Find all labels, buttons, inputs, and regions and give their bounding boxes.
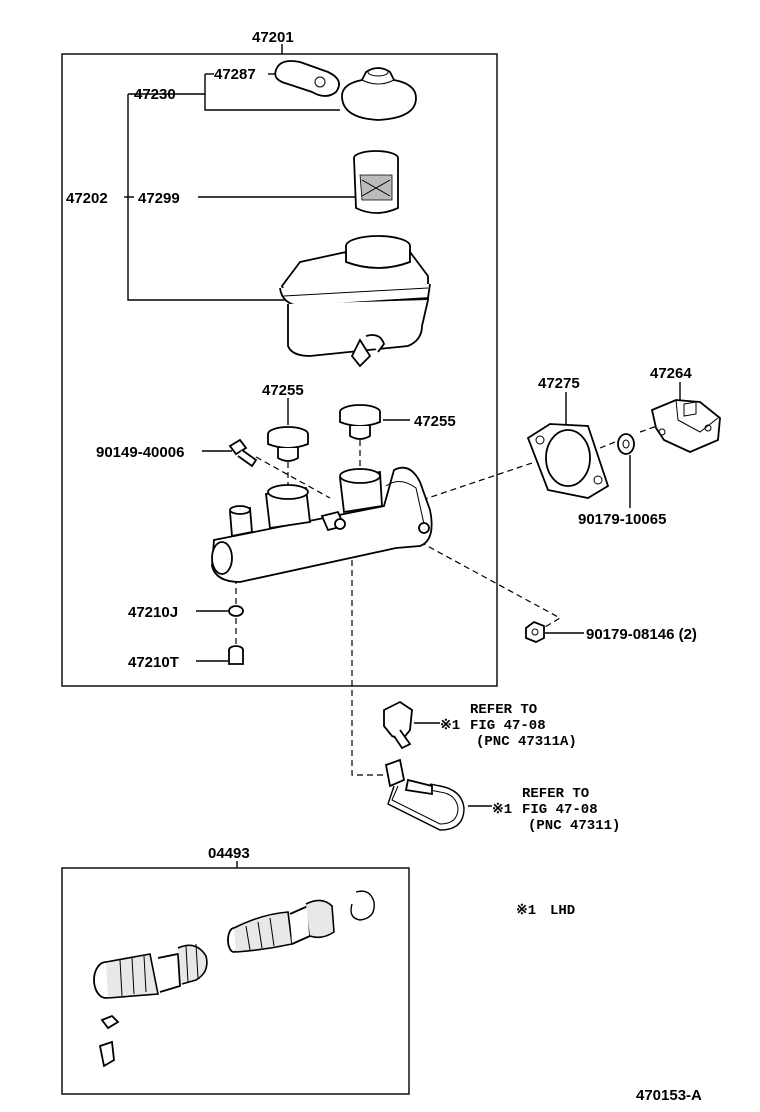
bracket-47264 <box>650 399 721 453</box>
washer-47210J <box>228 605 244 617</box>
assembly-dashed-lines <box>235 424 661 776</box>
label-47210T: 47210T <box>128 654 179 671</box>
reservoir-47202 <box>279 235 431 368</box>
reference-note-2: REFER TO ※1 FIG 47-08 (PNC 47311) <box>492 786 620 834</box>
label-04493: 04493 <box>208 845 250 862</box>
label-90179-08146: 90179-08146 (2) <box>586 626 697 643</box>
grommet-47255-a <box>267 426 309 462</box>
reference-note-1: REFER TO ※1 FIG 47-08 (PNC 47311A) <box>440 702 577 750</box>
screw-47210T <box>228 645 244 665</box>
label-47202: 47202 <box>66 190 108 207</box>
bolt-90149-40006 <box>228 438 258 468</box>
label-47201: 47201 <box>252 29 294 46</box>
legend-mark: ※1 <box>516 903 536 919</box>
label-47287: 47287 <box>214 66 256 83</box>
label-47255-a: 47255 <box>262 382 304 399</box>
legend: ※1 LHD <box>516 903 575 919</box>
ref-2-mark: ※1 <box>492 802 512 818</box>
label-47210J: 47210J <box>128 604 178 621</box>
ref-2-line3: (PNC 47311) <box>528 818 620 834</box>
brake-tube-47311 <box>384 758 465 831</box>
gasket-47275 <box>526 423 610 499</box>
ref-2-line1: REFER TO <box>522 786 589 802</box>
strainer-47299 <box>353 150 399 214</box>
label-47264: 47264 <box>650 365 692 382</box>
nut-90179-10065 <box>617 433 635 455</box>
reservoir-cap-47230 <box>341 67 417 121</box>
grommet-47255-b <box>339 404 381 440</box>
master-cylinder-body <box>211 466 433 583</box>
legend-text: LHD <box>550 903 575 919</box>
kit-04493-frame <box>61 867 410 1095</box>
figure-code: 470153-A <box>636 1087 702 1104</box>
piston-kit-04493 <box>93 890 375 1068</box>
ref-1-mark: ※1 <box>440 718 460 734</box>
label-90179-10065: 90179-10065 <box>578 511 666 528</box>
ref-2-line2: FIG 47-08 <box>522 802 598 818</box>
label-47275: 47275 <box>538 375 580 392</box>
ref-1-line1: REFER TO <box>470 702 537 718</box>
ref-1-line3: (PNC 47311A) <box>476 734 577 750</box>
nut-90179-08146 <box>525 620 545 643</box>
assembly-47201-frame <box>61 53 498 687</box>
label-90149-40006: 90149-40006 <box>96 444 184 461</box>
union-47311A <box>383 700 413 750</box>
cap-gasket-47287 <box>274 60 340 97</box>
part-labels: 47201 47287 47230 47202 47299 47255 4725… <box>66 29 702 1104</box>
label-47255-b: 47255 <box>414 413 456 430</box>
ref-1-line2: FIG 47-08 <box>470 718 546 734</box>
leader-lines <box>124 44 681 868</box>
label-47299: 47299 <box>138 190 180 207</box>
label-47230: 47230 <box>134 86 176 103</box>
